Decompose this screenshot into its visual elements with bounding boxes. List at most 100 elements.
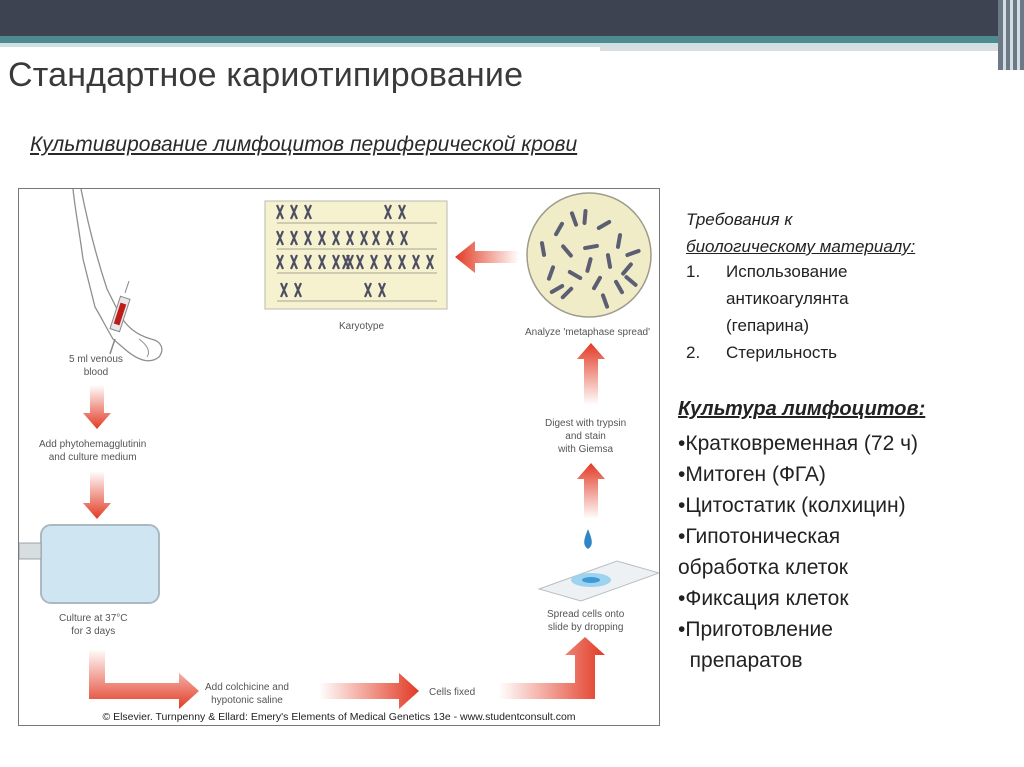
karyotype-chromosome-pair [331, 230, 341, 246]
header-bar-dark [0, 0, 1024, 36]
water-drop-icon [584, 529, 592, 549]
karyotype-chromosome-pair [411, 254, 421, 270]
karyotype-chromosome-pair [383, 204, 393, 220]
chromosome-3 [596, 220, 612, 230]
culture-item: •Гипотоническая [678, 525, 841, 548]
chromosome-8 [621, 262, 633, 276]
chromosome-14 [625, 248, 641, 258]
arrow-left-to-karyotype [455, 241, 519, 273]
karyotype-chromosome-pair [359, 230, 369, 246]
karyotype-chromosome-pair [331, 254, 341, 270]
syringe-needle [124, 280, 130, 294]
karyotype-chromosome-pair [345, 230, 355, 246]
culture-item: препаратов [678, 649, 803, 672]
culture-item: •Кратковременная (72 ч) [678, 432, 919, 455]
culture-list: •Кратковременная (72 ч) •Митоген (ФГА) •… [678, 428, 918, 676]
chromosome-13 [582, 209, 588, 225]
chromosome-19 [549, 284, 565, 294]
figure-credit: © Elsevier. Turnpenny & Ellard: Emery's … [102, 711, 576, 723]
slide-title: Стандартное кариотипирование [8, 56, 524, 94]
chromosome-1 [554, 221, 564, 237]
requirements-list: 1.Использование антикоагулянта (гепарина… [686, 258, 849, 366]
culture-item: обработка клеток [678, 556, 848, 579]
karyotype-chromosome-pair [303, 204, 313, 220]
karyotype-chromosome-pair [275, 230, 285, 246]
culture-flask [40, 524, 160, 604]
chromosome-5 [561, 244, 573, 258]
arrow-bottom-up-elbow [499, 637, 605, 699]
karyotype-chromosome-pair [363, 282, 373, 298]
karyotype-chromosome-pair [397, 254, 407, 270]
culture-item: •Приготовление [678, 618, 833, 641]
karyotype-chromosome-pair [383, 254, 393, 270]
hand-outline [138, 338, 150, 358]
chromosome-17 [600, 293, 610, 309]
label-analyze: Analyze 'metaphase spread' [525, 327, 651, 338]
karyotype-chromosome-pair [317, 230, 327, 246]
karyotype-board [264, 200, 448, 310]
cell-spread-center [582, 577, 600, 583]
requirements-heading: Требования к биологическому материалу: [686, 206, 915, 260]
arrow-down-1 [83, 385, 111, 429]
culture-item: •Цитостатик (колхицин) [678, 494, 906, 517]
requirements-item-2-number: 2. [686, 343, 701, 362]
karyotype-chromosome-pair [425, 254, 435, 270]
requirements-item-1-line2: антикоагулянта [726, 289, 849, 308]
arrow-up-1 [577, 463, 605, 519]
header-bar-teal [0, 36, 1024, 43]
culture-item: •Фиксация клеток [678, 587, 849, 610]
karyotype-chromosome-pair [289, 204, 299, 220]
culture-item: •Митоген (ФГА) [678, 463, 826, 486]
karyotype-chromosome-pair [355, 254, 365, 270]
karyotype-chromosome-pair [293, 282, 303, 298]
arrow-right-cells-fixed [319, 673, 419, 709]
karyotype-chromosome-pair [385, 230, 395, 246]
chromosome-9 [546, 265, 556, 281]
header-stripe [600, 47, 1000, 51]
requirements-heading-line2: биологическому материалу: [686, 237, 916, 256]
karyotype-chromosome-pair [399, 230, 409, 246]
syringe-plunger [109, 338, 116, 355]
chromosome-11 [592, 275, 602, 291]
requirements-item-1-line1: Использование [726, 262, 848, 281]
karyotype-chromosome-pair [303, 254, 313, 270]
requirements-heading-line1: Требования к [686, 210, 793, 229]
requirements-item-2-line1: Стерильность [726, 343, 838, 362]
karyotype-chromosome-pair [303, 230, 313, 246]
requirements-item-2: 2. Стерильность [686, 339, 849, 366]
arrow-down-2 [83, 471, 111, 519]
slide-subtitle: Культивирование лимфоцитов периферическо… [30, 133, 578, 156]
karyotype-chromosome-pair [341, 254, 351, 270]
flask-neck [19, 542, 42, 560]
header-bar-light [0, 43, 1024, 47]
arm-outline [72, 189, 163, 362]
arrow-up-2 [577, 343, 605, 405]
label-karyotype: Karyotype [339, 321, 385, 332]
karyotype-chromosome-pair [289, 254, 299, 270]
karyotype-chromosome-pair [275, 254, 285, 270]
karyotype-chromosome-pair [397, 204, 407, 220]
karyotype-chromosome-pair [317, 254, 327, 270]
chromosome-12 [614, 279, 624, 295]
chromosome-15 [539, 241, 547, 257]
chromosome-16 [560, 286, 574, 300]
chromosome-18 [585, 257, 593, 273]
karyotype-chromosome-pair [371, 230, 381, 246]
flow-diagram-svg [19, 189, 659, 709]
right-edge-decoration [998, 0, 1024, 70]
requirements-item-1: 1.Использование [686, 258, 849, 285]
chromosome-7 [605, 253, 613, 269]
karyotype-chromosome-pair [369, 254, 379, 270]
karyotype-chromosome-pair [289, 230, 299, 246]
chromosome-4 [615, 233, 623, 249]
karyotype-chromosome-pair [279, 282, 289, 298]
chromosome-6 [583, 243, 599, 251]
chromosome-20 [624, 275, 638, 287]
